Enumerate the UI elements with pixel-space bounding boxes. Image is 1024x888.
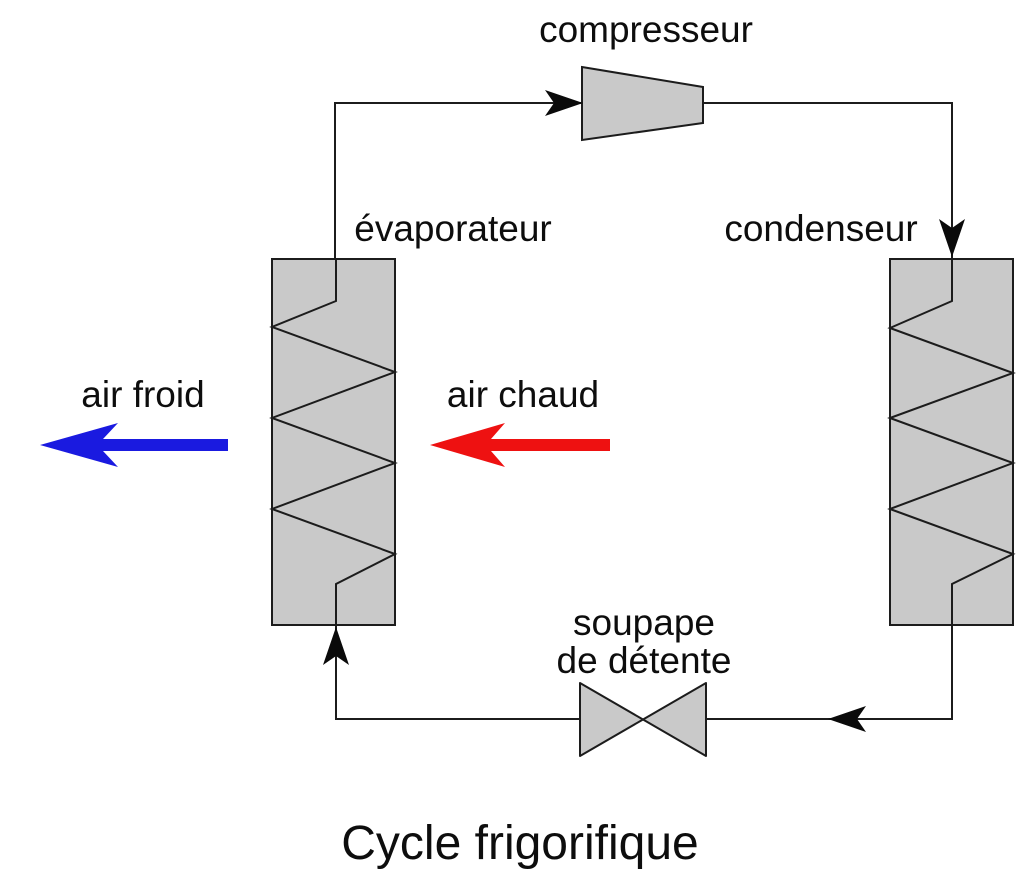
- condenser-body: [889, 258, 1014, 626]
- flow-arrow-to-valve-icon: [828, 706, 866, 732]
- compressor-symbol: [581, 65, 704, 142]
- flow-arrowheads: [323, 90, 965, 732]
- pipe-bottom-right: [706, 625, 953, 720]
- flow-arrow-to-condenser-icon: [939, 219, 965, 257]
- valve-label-line2: de détente: [557, 640, 732, 681]
- valve-label-line1: soupape: [573, 602, 715, 643]
- flow-arrow-to-compressor-icon: [545, 90, 583, 116]
- valve-left-triangle: [579, 682, 644, 757]
- evaporator-body: [271, 258, 396, 626]
- pipe-bottom-left: [335, 625, 580, 720]
- expansion-valve-symbol: [579, 682, 707, 757]
- cold-air-arrow-icon: [40, 423, 228, 467]
- flow-arrow-to-evaporator-icon: [323, 627, 349, 665]
- hot-air-arrow-icon: [430, 423, 610, 467]
- condenser-coil: [887, 259, 1016, 625]
- hot-air-label: air chaud: [447, 374, 599, 415]
- condenser-label: condenseur: [724, 208, 917, 249]
- compressor-label: compresseur: [539, 9, 753, 50]
- evaporator-label: évaporateur: [354, 208, 551, 249]
- evaporator-coil: [269, 259, 398, 625]
- valve-right-triangle: [642, 682, 707, 757]
- diagram-title: Cycle frigorifique: [341, 817, 698, 870]
- cold-air-label: air froid: [81, 374, 204, 415]
